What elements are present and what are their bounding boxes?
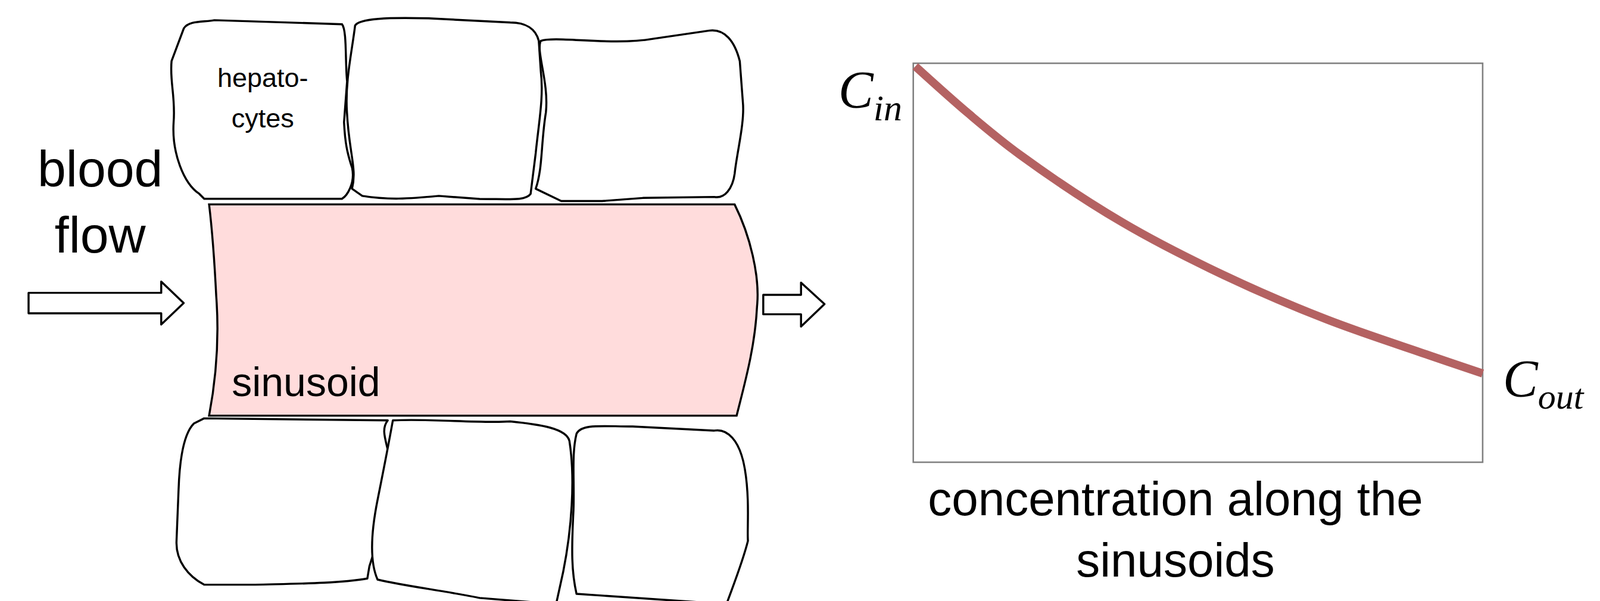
inlet-concentration: Cin [838,59,903,130]
inflow-arrow [28,281,184,325]
hepatocyte-cell [346,17,542,199]
hepatocyte-cell [535,30,744,201]
hepatocyte-cell: hepato- cytes [168,16,358,204]
hepatocyte-cell [372,419,573,601]
hepatocyte-cell [176,418,391,585]
concentration-curve [915,66,1483,374]
flow-label: blood flow [37,135,163,268]
sinusoid-vessel-shape [209,204,758,416]
concentration-symbol: C [1502,349,1539,408]
hepatocyte-cell-shape [170,20,353,199]
sinusoid-vessel: sinusoid [198,201,766,420]
outflow-arrow [763,282,825,327]
axis-caption: concentration along the sinusoids [907,468,1444,591]
subscript: out [1538,376,1584,417]
concentration-symbol: C [838,60,874,119]
vessel-label: sinusoid [231,357,381,407]
flow-label: blood flow [37,135,157,268]
subscript: in [873,87,903,129]
outlet-concentration: Cout [1502,348,1584,418]
axis-caption: concentration along the sinusoids [907,468,1444,591]
plot-frame [913,63,1483,463]
cell-label: hepato- cytes [217,57,309,139]
hepatocyte-cell [572,425,748,601]
